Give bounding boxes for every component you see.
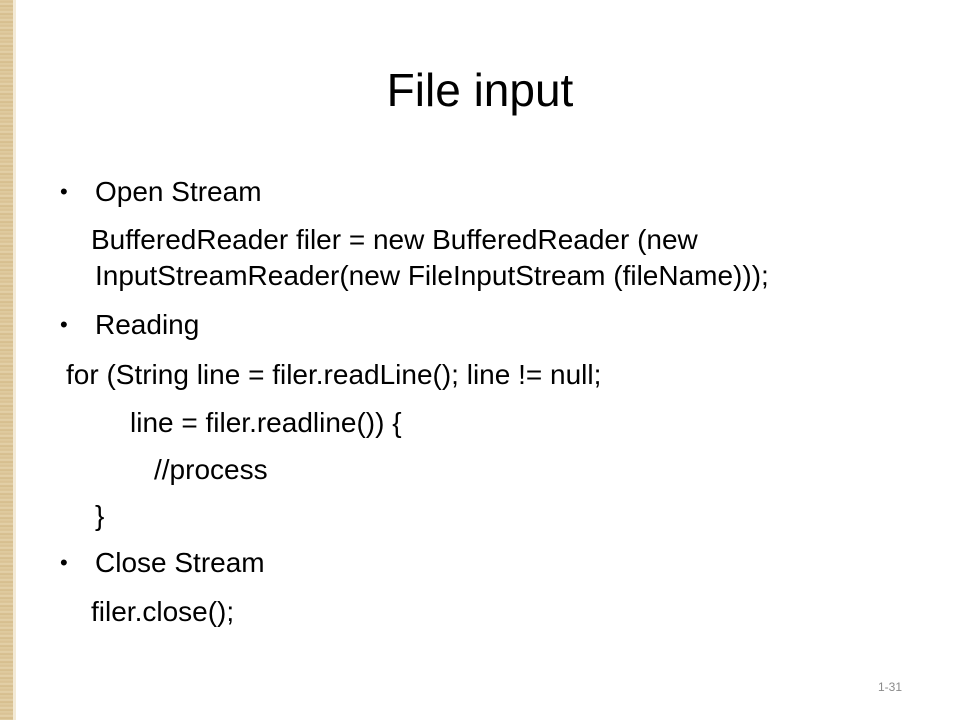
bullet-close-stream: Close Stream [95,547,265,578]
bullet-open-stream: Open Stream [95,176,262,207]
bullet-dot: • [60,312,68,337]
code-open-line-1: BufferedReader filer = new BufferedReade… [91,224,698,255]
left-decorative-border [0,0,16,720]
code-read-line-1: for (String line = filer.readLine(); lin… [66,359,602,390]
code-read-line-2: line = filer.readline()) { [130,407,402,438]
code-read-line-4: } [95,500,105,531]
slide-title: File input [386,64,574,116]
code-close-line-1: filer.close(); [91,596,235,627]
bullet-reading: Reading [95,309,200,340]
code-read-line-3: //process [154,454,268,485]
bullet-dot: • [60,179,68,204]
code-open-line-2: InputStreamReader(new FileInputStream (f… [95,260,769,291]
bullet-dot: • [60,550,68,575]
page-number: 1-31 [877,680,902,694]
